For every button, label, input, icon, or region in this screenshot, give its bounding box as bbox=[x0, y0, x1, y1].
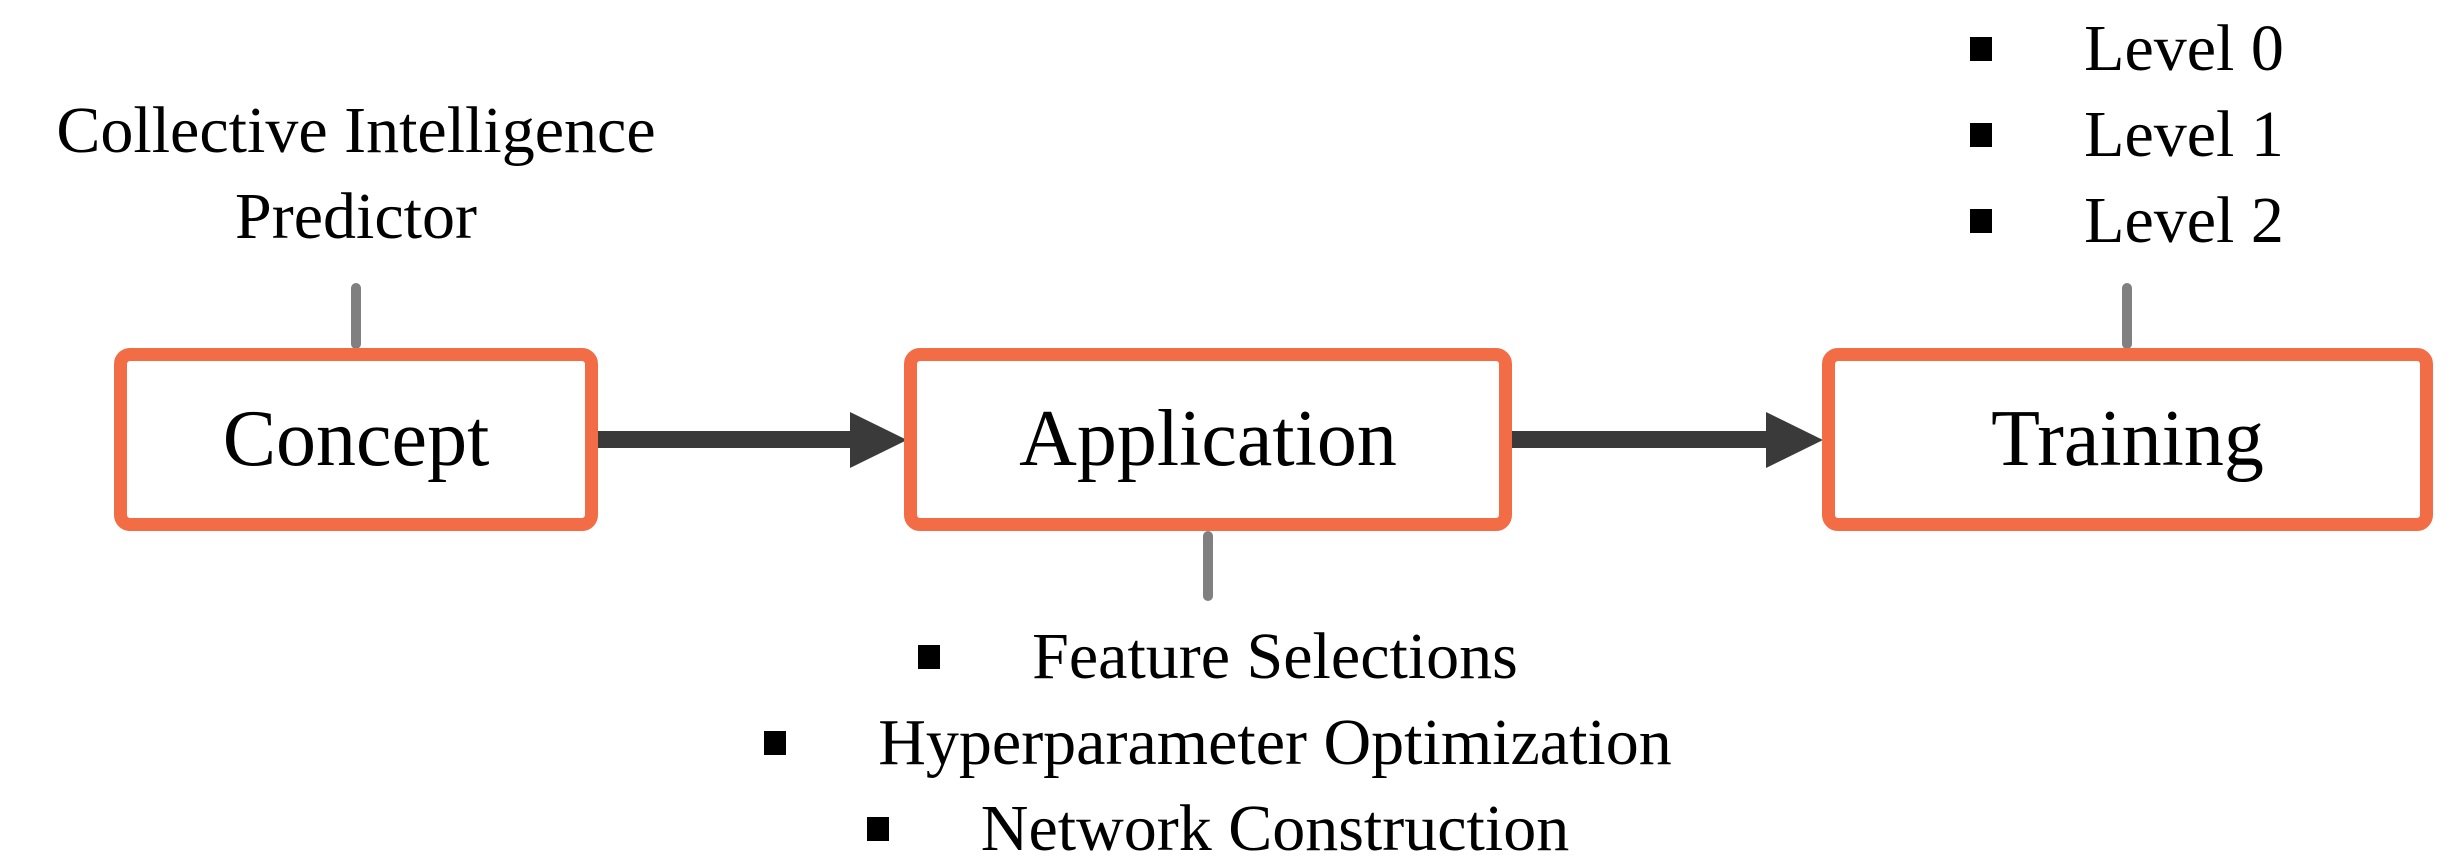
list-item-label: Hyperparameter Optimization bbox=[878, 706, 1672, 779]
concept-box: Concept bbox=[114, 348, 598, 531]
bullet-square-icon bbox=[1970, 123, 1993, 147]
connector-line-concept bbox=[351, 283, 361, 349]
list-item: Level 1 bbox=[1827, 92, 2427, 178]
list-item: Hyperparameter Optimization bbox=[608, 700, 1828, 786]
concept-annotation: Collective Intelligence Predictor bbox=[6, 88, 706, 260]
list-item: Feature Selections bbox=[608, 614, 1828, 700]
bullet-square-icon bbox=[1970, 209, 1993, 233]
training-annotation-list: Level 0 Level 1 Level 2 bbox=[1827, 6, 2427, 264]
bullet-square-icon bbox=[918, 645, 941, 669]
concept-annotation-line2: Predictor bbox=[235, 180, 477, 253]
list-item: Network Construction bbox=[608, 786, 1828, 866]
application-box: Application bbox=[904, 348, 1512, 531]
training-box-label: Training bbox=[1991, 395, 2264, 483]
arrow-right-icon bbox=[1766, 412, 1823, 468]
bullet-square-icon bbox=[1970, 37, 1993, 61]
connector-line-training bbox=[2122, 283, 2132, 349]
arrow-shaft bbox=[598, 431, 852, 448]
bullet-square-icon bbox=[764, 731, 787, 755]
connector-line-application bbox=[1203, 531, 1213, 601]
list-item-label: Level 0 bbox=[2084, 12, 2284, 85]
list-item-label: Level 1 bbox=[2084, 98, 2284, 171]
list-item-label: Feature Selections bbox=[1032, 620, 1518, 693]
application-annotation-list: Feature Selections Hyperparameter Optimi… bbox=[608, 614, 1828, 866]
concept-annotation-line1: Collective Intelligence bbox=[56, 94, 656, 167]
list-item-label: Network Construction bbox=[980, 792, 1570, 865]
list-item: Level 0 bbox=[1827, 6, 2427, 92]
training-box: Training bbox=[1822, 348, 2433, 531]
list-item-label: Level 2 bbox=[2084, 184, 2284, 257]
arrow-right-icon bbox=[850, 412, 907, 468]
bullet-square-icon bbox=[866, 817, 889, 841]
list-item: Level 2 bbox=[1827, 178, 2427, 264]
application-box-label: Application bbox=[1019, 395, 1397, 483]
concept-box-label: Concept bbox=[222, 395, 490, 483]
arrow-shaft bbox=[1512, 431, 1768, 448]
